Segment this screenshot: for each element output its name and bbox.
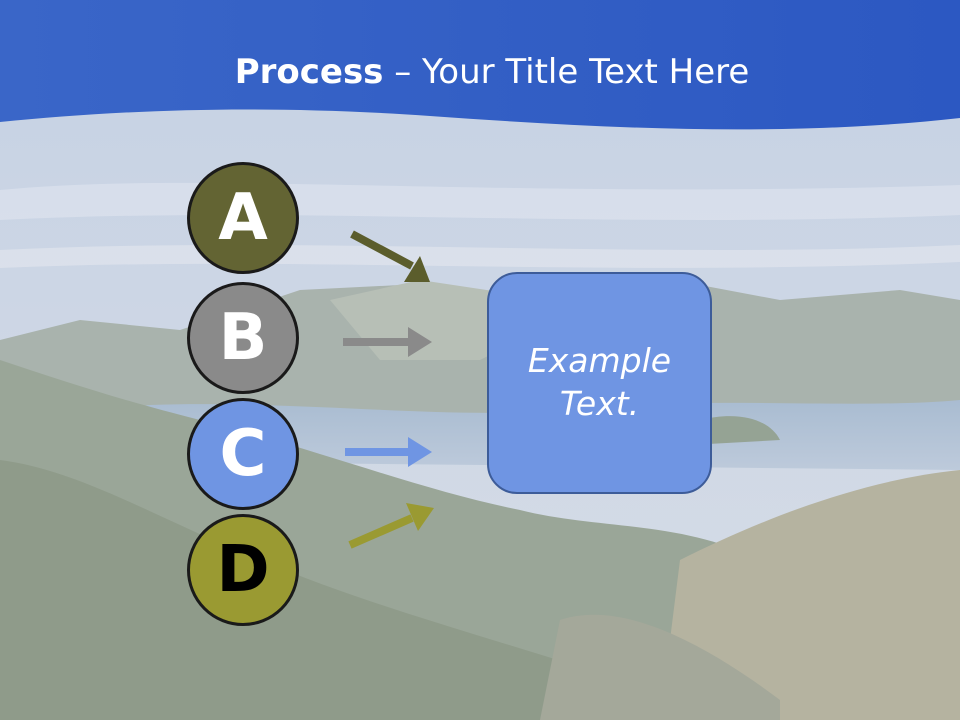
step-c-letter: C bbox=[219, 417, 267, 491]
arrow-a bbox=[350, 230, 430, 282]
step-d-circle: D bbox=[187, 514, 299, 626]
step-a-letter: A bbox=[218, 181, 268, 255]
arrow-d bbox=[348, 503, 434, 549]
step-b-circle: B bbox=[187, 282, 299, 394]
arrow-b bbox=[343, 327, 432, 357]
step-b-letter: B bbox=[218, 301, 268, 375]
step-c-circle: C bbox=[187, 398, 299, 510]
arrow-c bbox=[345, 437, 432, 467]
title-rest: – Your Title Text Here bbox=[383, 52, 750, 92]
step-d-letter: D bbox=[216, 533, 270, 607]
title-bold: Process bbox=[234, 52, 384, 92]
step-a-circle: A bbox=[187, 162, 299, 274]
slide-title: Process – Your Title Text Here bbox=[0, 52, 960, 92]
example-text-box: Example Text. bbox=[487, 272, 712, 494]
box-text-line1: Example bbox=[527, 341, 672, 381]
box-text-line2: Text. bbox=[559, 384, 640, 423]
